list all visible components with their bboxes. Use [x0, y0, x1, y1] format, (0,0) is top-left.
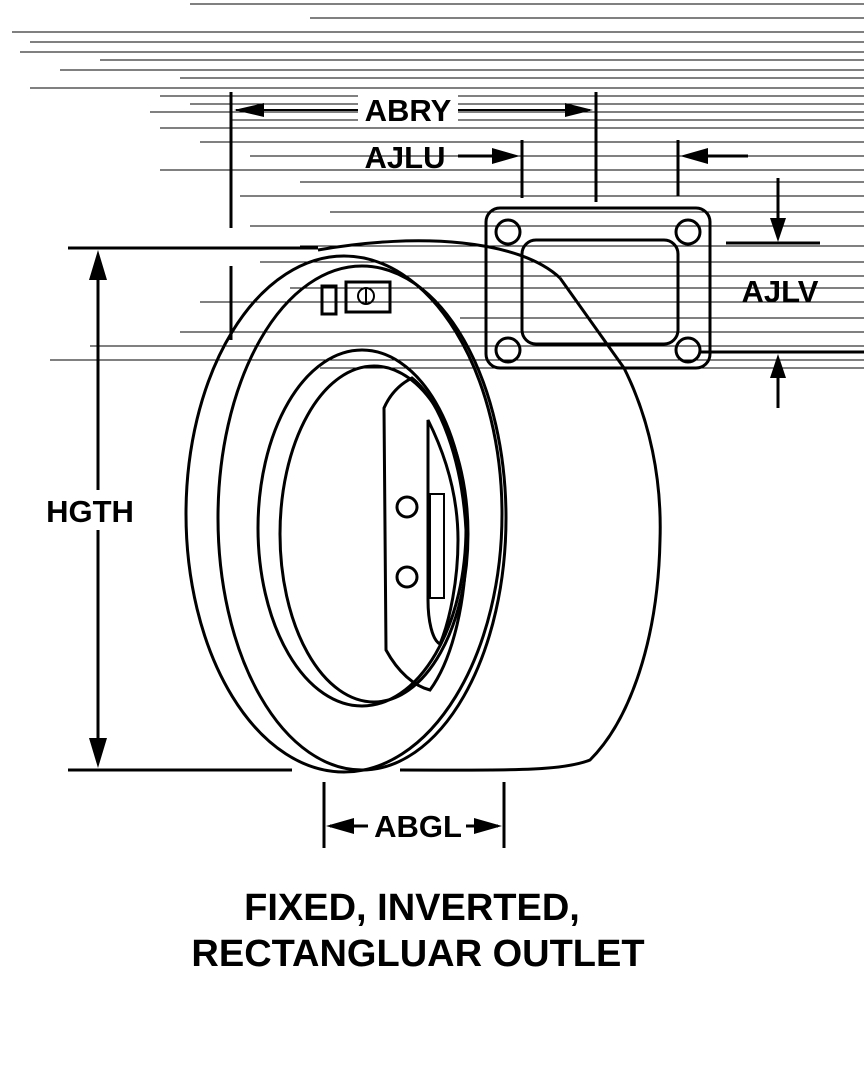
ajlu-label: AJLU [365, 140, 446, 175]
abry-dimension: ABRY [229, 92, 598, 340]
hgth-dimension: HGTH [40, 246, 318, 772]
scan-artifacts [12, 3, 864, 369]
damper-body [184, 206, 712, 774]
caption-line-1: FIXED, INVERTED, [244, 887, 580, 929]
abgl-label: ABGL [374, 809, 462, 844]
abgl-dimension: ABGL [322, 782, 506, 848]
hgth-label: HGTH [46, 494, 134, 529]
caption-line-2: RECTANGLUAR OUTLET [191, 933, 644, 975]
ajlv-label: AJLV [742, 274, 819, 309]
ajlu-dimension: AJLU [365, 140, 748, 198]
ajlv-dimension: AJLV [700, 178, 864, 408]
abry-label: ABRY [365, 93, 452, 128]
